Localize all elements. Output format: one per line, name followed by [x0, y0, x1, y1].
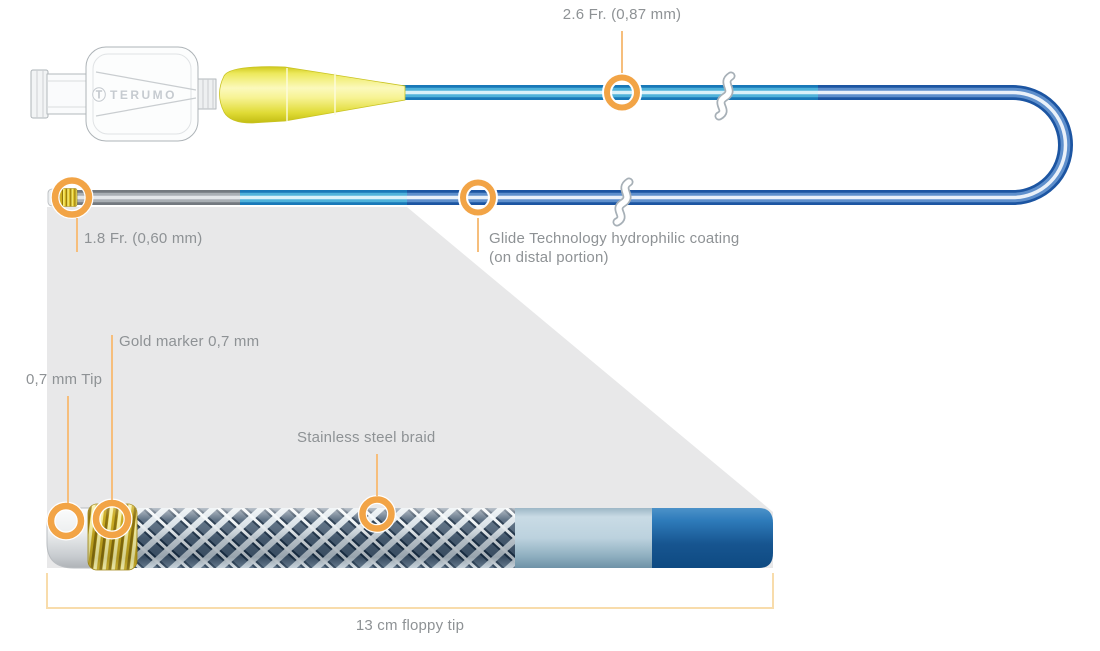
magnified-light-sleeve: [515, 508, 654, 568]
label-distal-diameter: 1.8 Fr. (0,60 mm): [84, 230, 203, 247]
shaft-dark-u-bend: [407, 85, 1073, 205]
label-braid: Stainless steel braid: [297, 429, 436, 446]
magnified-dark-sleeve: [652, 508, 773, 568]
highlight-ring-icon: [458, 177, 498, 218]
break-mark-icon: [612, 177, 634, 227]
label-floppy-tip: 13 cm floppy tip: [355, 617, 465, 634]
highlight-ring-icon: [358, 495, 396, 533]
strain-relief: [219, 66, 406, 124]
break-mark-icon: [714, 71, 736, 121]
steel-braid-shading: [130, 508, 517, 568]
catheter-hub: [30, 46, 217, 142]
magnifier-cone: [47, 207, 773, 568]
hub-barrel: [46, 73, 93, 115]
label-coating-line1: Glide Technology hydrophilic coating: [489, 230, 740, 247]
label-gold-marker: Gold marker 0,7 mm: [119, 333, 260, 350]
leader-lines: [67, 31, 623, 503]
floppy-tip-bracket: [46, 573, 774, 609]
gold-marker-band: [59, 188, 78, 207]
highlight-ring-icon: [50, 176, 94, 219]
label-proximal-diameter: 2.6 Fr. (0,87 mm): [562, 6, 682, 23]
brand-name: TERUMO: [110, 88, 177, 102]
highlight-ring-icon: [91, 498, 133, 540]
highlight-ring-icon: [602, 72, 642, 113]
terumo-logo-icon: Ⓣ: [92, 87, 106, 103]
label-tip: 0,7 mm Tip: [26, 371, 103, 388]
brand-mark: Ⓣ TERUMO: [92, 85, 177, 105]
label-coating-line2: (on distal portion): [489, 249, 609, 266]
luer-tip: [30, 69, 49, 119]
highlight-ring-icon: [46, 501, 86, 541]
magnified-tip-view: [46, 503, 773, 571]
